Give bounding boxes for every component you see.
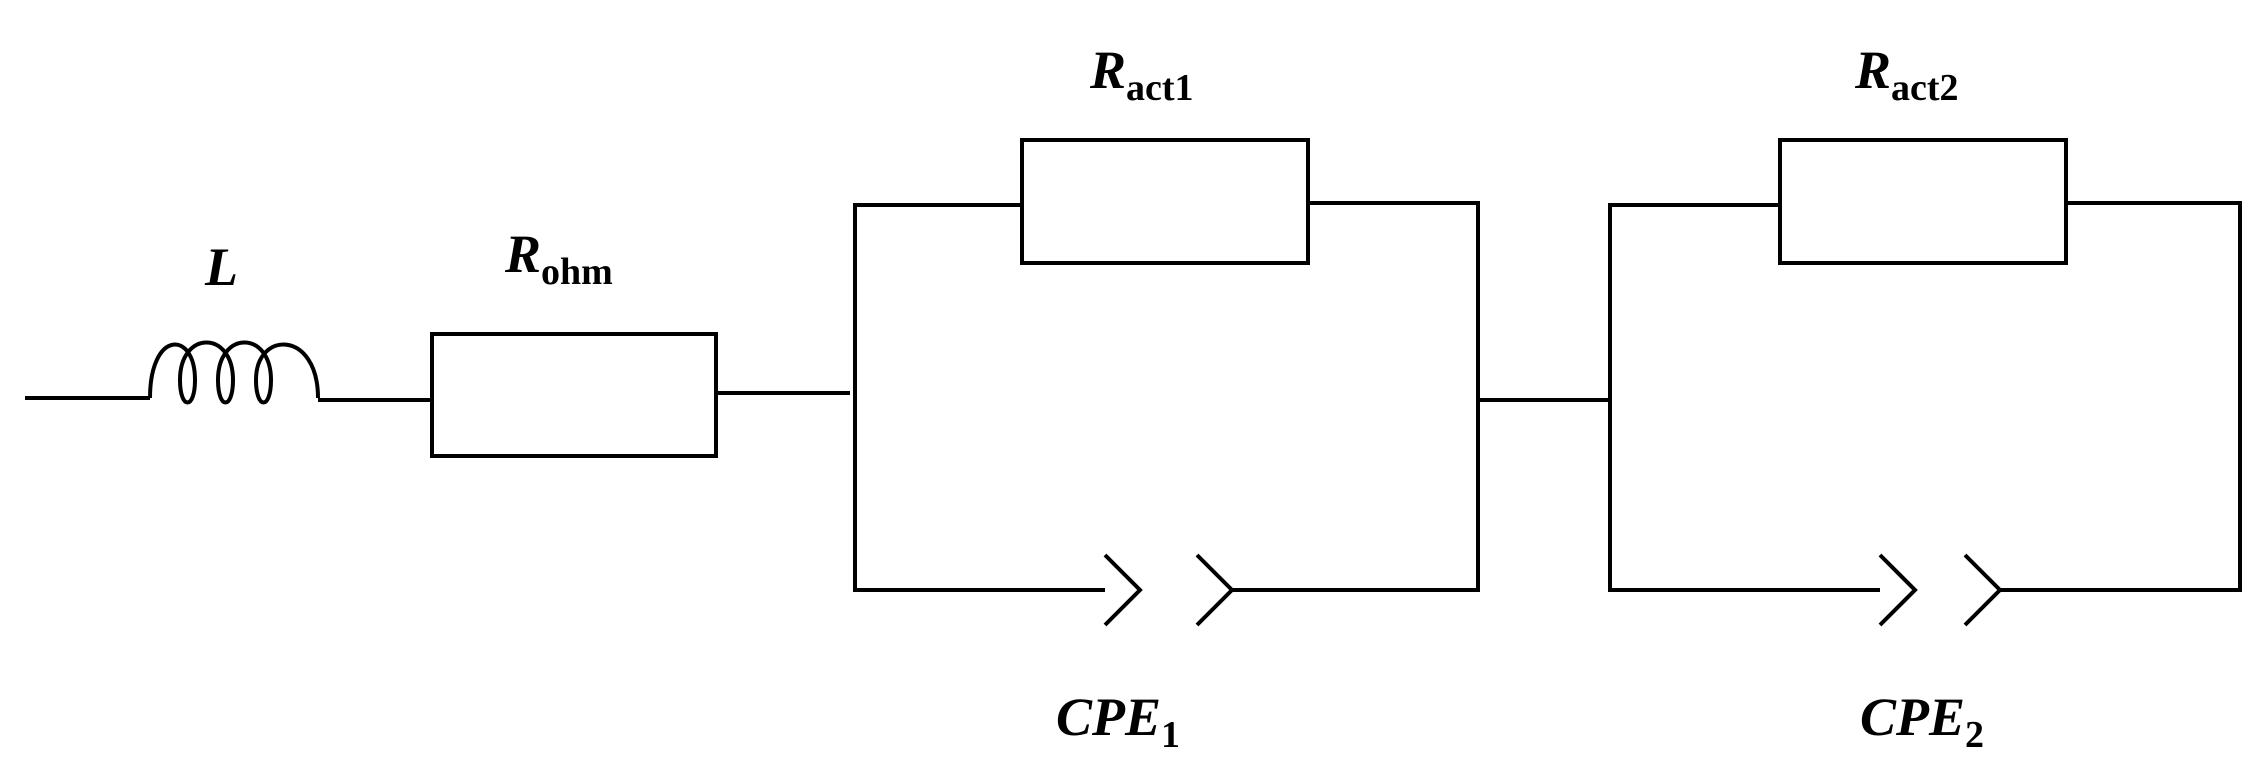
cpe2-right-plate [1963, 553, 2003, 627]
label-CPE2-sub: 2 [1965, 714, 1984, 756]
block2-left-rail [1608, 203, 1880, 592]
label-CPE1-sub: 1 [1161, 714, 1180, 756]
label-Ract1-sub: act1 [1126, 67, 1194, 109]
label-Ract2-sub: act2 [1891, 67, 1959, 109]
block1-left-rail [853, 203, 1105, 592]
label-Ract2-main: R [1854, 40, 1891, 100]
label-L: L [204, 237, 238, 297]
label-Ract1-main: R [1089, 40, 1126, 100]
label-Ract1: Ract1 [1089, 40, 1194, 109]
inductor-L-symbol [148, 340, 320, 405]
label-Rohm: Rohm [504, 224, 613, 293]
cpe1-left-plate [1103, 553, 1143, 627]
label-CPE2-main: CPE [1860, 687, 1965, 747]
block2-right-rail [2000, 201, 2242, 592]
label-CPE1-main: CPE [1056, 687, 1161, 747]
label-Rohm-sub: ohm [541, 251, 613, 293]
cpe2-left-plate [1878, 553, 1918, 627]
resistor-Ract2-symbol [1778, 138, 2068, 265]
label-Rohm-main: R [504, 224, 541, 284]
label-CPE1: CPE1 [1056, 687, 1180, 756]
resistor-Rohm-symbol [430, 332, 718, 458]
label-CPE2: CPE2 [1860, 687, 1984, 756]
label-L-main: L [204, 237, 238, 297]
block1-right-rail [1232, 201, 1480, 592]
resistor-Ract1-symbol [1020, 138, 1310, 265]
cpe1-right-plate [1195, 553, 1235, 627]
label-Ract2: Ract2 [1854, 40, 1959, 109]
